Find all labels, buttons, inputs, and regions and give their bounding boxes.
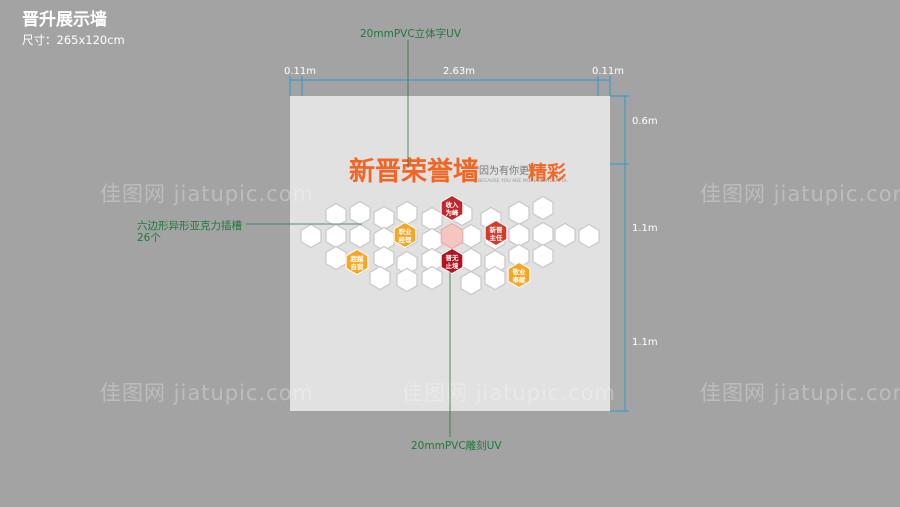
badge-label: 晋无 xyxy=(446,253,460,262)
diagram-title: 晋升展示墙 xyxy=(22,10,107,30)
badge-hexagon xyxy=(507,261,531,289)
badge-hexagon xyxy=(484,219,508,247)
watermark: 佳图网 jiatupic.com xyxy=(700,182,900,206)
hexagon-slot xyxy=(396,250,418,276)
hexagon-slot xyxy=(396,200,418,226)
watermark: 佳图网 jiatupic.com xyxy=(402,381,616,405)
watermark: 佳图网 jiatupic.com xyxy=(100,182,314,206)
badge-label: 止境 xyxy=(446,261,460,270)
callout-left-line1: 六边形异形亚克力插槽 xyxy=(137,220,242,232)
callout-left-line2: 26个 xyxy=(137,232,161,244)
hexagon-slot xyxy=(369,265,391,291)
callout-top: 20mmPVC立体字UV xyxy=(360,28,462,40)
badge-hexagon xyxy=(440,194,464,222)
hexagon-slot xyxy=(484,249,506,275)
callout-bottom: 20mmPVC雕刻UV xyxy=(411,440,502,452)
watermark: 佳图网 jiatupic.com xyxy=(100,381,314,405)
badge-label: 奉献 xyxy=(513,275,527,284)
dim-width-right: 0.11m xyxy=(592,66,625,77)
hexagon-slot xyxy=(508,200,530,226)
wall-headline: 新晋荣誉墙 xyxy=(349,157,480,187)
badge-label: 敬业 xyxy=(512,267,527,276)
hexagon-slot xyxy=(373,226,395,252)
hexagon-slot xyxy=(460,223,482,249)
dim-width-center: 2.63m xyxy=(443,66,476,77)
hexagon-slot xyxy=(532,243,554,269)
badge-label: 新晋 xyxy=(490,225,504,234)
badge-label: 职业 xyxy=(399,227,413,236)
hexagon-slot xyxy=(349,200,371,226)
hexagon-slot xyxy=(532,195,554,221)
badge-label: 自我 xyxy=(351,262,365,271)
dim-height-bottom: 1.1m xyxy=(632,337,658,348)
hexagon-slot xyxy=(325,202,347,228)
hexagon-slot xyxy=(421,265,443,291)
badge-label: 经理 xyxy=(399,235,413,244)
badge-label: 收入 xyxy=(446,200,460,209)
badge-label: 主任 xyxy=(490,233,504,242)
hexagon-slot xyxy=(300,223,322,249)
hexagon-slot xyxy=(421,206,443,232)
hexagon-slot xyxy=(396,267,418,293)
wall-highlight: 精彩 xyxy=(528,162,567,184)
hexagon-slot xyxy=(373,205,395,231)
badge-label: 为峰 xyxy=(446,208,460,217)
hexagon-slot xyxy=(532,221,554,247)
diagram-size: 尺寸：265x120cm xyxy=(22,33,125,47)
hexagon-slot xyxy=(373,245,395,271)
hexagon-slot xyxy=(484,265,506,291)
badge-hexagon xyxy=(345,248,369,276)
badge-label: 超越 xyxy=(350,254,365,263)
hexagon-slot xyxy=(460,247,482,273)
hexagon-slot xyxy=(325,245,347,271)
hexagon-slot xyxy=(460,270,482,296)
badge-hexagon xyxy=(393,221,417,249)
hexagon-slot xyxy=(578,223,600,249)
hexagon-slot xyxy=(508,243,530,269)
wall-slogan-en: BECAUSE YOU ARE MORE WONDERFUL xyxy=(478,179,568,184)
dim-height-middle: 1.1m xyxy=(632,223,658,234)
hexagon-slot xyxy=(325,223,347,249)
center-photo-hexagon xyxy=(440,222,464,250)
hexagon-slot xyxy=(349,223,371,249)
dim-height-top: 0.6m xyxy=(632,116,658,127)
wall-slogan-cn: 因为有你更 xyxy=(479,166,529,177)
dim-width-left: 0.11m xyxy=(284,66,317,77)
hexagon-slot xyxy=(554,222,576,248)
hexagon-slot xyxy=(508,222,530,248)
watermark: 佳图网 jiatupic.com xyxy=(700,381,900,405)
hexagon-slot xyxy=(421,227,443,253)
